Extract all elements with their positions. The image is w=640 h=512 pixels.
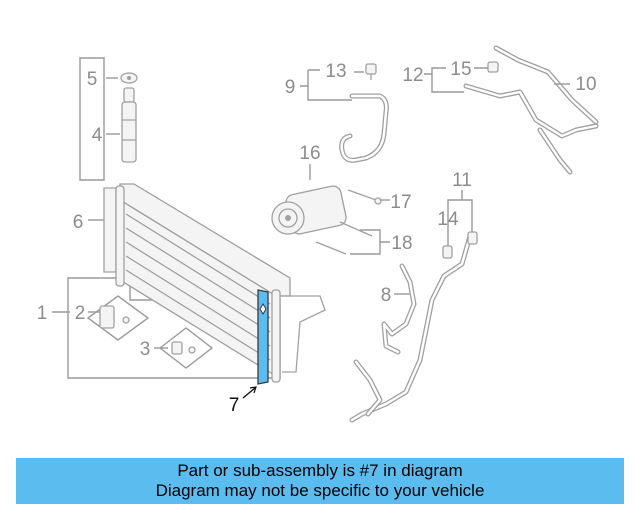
callout-16: 16 xyxy=(299,143,320,164)
part-16-compressor xyxy=(271,185,347,235)
callout-1: 1 xyxy=(37,303,48,324)
part-17-bolt xyxy=(347,189,382,205)
callout-14: 14 xyxy=(437,209,459,230)
part-10-hose xyxy=(463,45,599,175)
part-9-hose xyxy=(339,93,389,163)
callout-6: 6 xyxy=(73,212,84,233)
callout-4: 4 xyxy=(92,125,103,146)
callout-17: 17 xyxy=(390,192,411,213)
part-7-highlighted-bracket xyxy=(257,289,269,385)
group-frame-4-5 xyxy=(79,57,105,181)
part-15-fitting xyxy=(487,61,499,73)
callout-12: 12 xyxy=(402,65,423,86)
callout-5: 5 xyxy=(87,69,98,90)
callout-18: 18 xyxy=(391,233,412,254)
callout-2: 2 xyxy=(75,303,86,324)
part-6-side-bracket xyxy=(103,187,117,273)
callout-leaders xyxy=(52,67,570,349)
part-8-hose xyxy=(381,263,417,355)
part-14-fitting xyxy=(442,231,478,259)
part-13-fitting xyxy=(365,63,377,80)
condenser-core xyxy=(115,183,326,383)
callout-15: 15 xyxy=(450,59,471,80)
part-18-bolts xyxy=(315,221,373,255)
leader-7 xyxy=(242,387,256,399)
callout-10: 10 xyxy=(575,74,596,95)
part-11-hose xyxy=(349,233,473,423)
callout-13: 13 xyxy=(325,61,346,82)
part-4-receiver-drier xyxy=(121,87,137,163)
callout-9: 9 xyxy=(285,77,296,98)
ac-condenser-exploded-diagram: 5 4 6 1 2 3 7 9 13 12 15 10 16 17 18 11 … xyxy=(37,45,599,423)
part-5-cap xyxy=(120,72,138,84)
callout-3: 3 xyxy=(140,339,151,360)
callout-11: 11 xyxy=(452,170,472,191)
banner-line-disclaimer: Diagram may not be specific to your vehi… xyxy=(155,481,485,500)
part-info-banner: Part or sub-assembly is #7 in diagram Di… xyxy=(16,458,624,504)
callout-8: 8 xyxy=(381,285,392,306)
part-2-bracket xyxy=(86,295,150,341)
part-3-clip xyxy=(158,327,214,369)
leader-7-arrowhead xyxy=(249,386,257,394)
banner-line-part-number: Part or sub-assembly is #7 in diagram xyxy=(177,461,463,480)
callout-7: 7 xyxy=(229,395,240,416)
